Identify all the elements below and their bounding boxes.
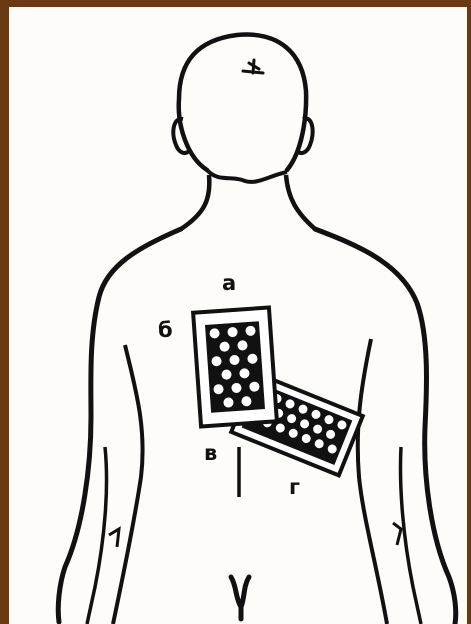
hair-crown — [243, 60, 263, 73]
left-shoulder-arm — [58, 229, 181, 622]
neck-right — [286, 175, 315, 229]
label-g: г — [289, 475, 300, 499]
neck-hairline — [207, 170, 287, 182]
label-v: в — [204, 441, 217, 465]
right-inner-arm — [401, 447, 422, 624]
right-torso-side — [358, 339, 387, 624]
label-b: б — [158, 318, 173, 342]
neck-left — [181, 175, 209, 229]
head-outline — [179, 35, 306, 170]
back-diagram: а б в г — [9, 7, 467, 624]
mustard-plaster-b — [193, 307, 277, 426]
left-elbow-crease — [109, 529, 119, 547]
right-elbow-crease — [393, 523, 401, 545]
left-torso-side — [113, 345, 143, 624]
buttock-cleft — [231, 577, 249, 619]
label-a: а — [222, 271, 236, 295]
